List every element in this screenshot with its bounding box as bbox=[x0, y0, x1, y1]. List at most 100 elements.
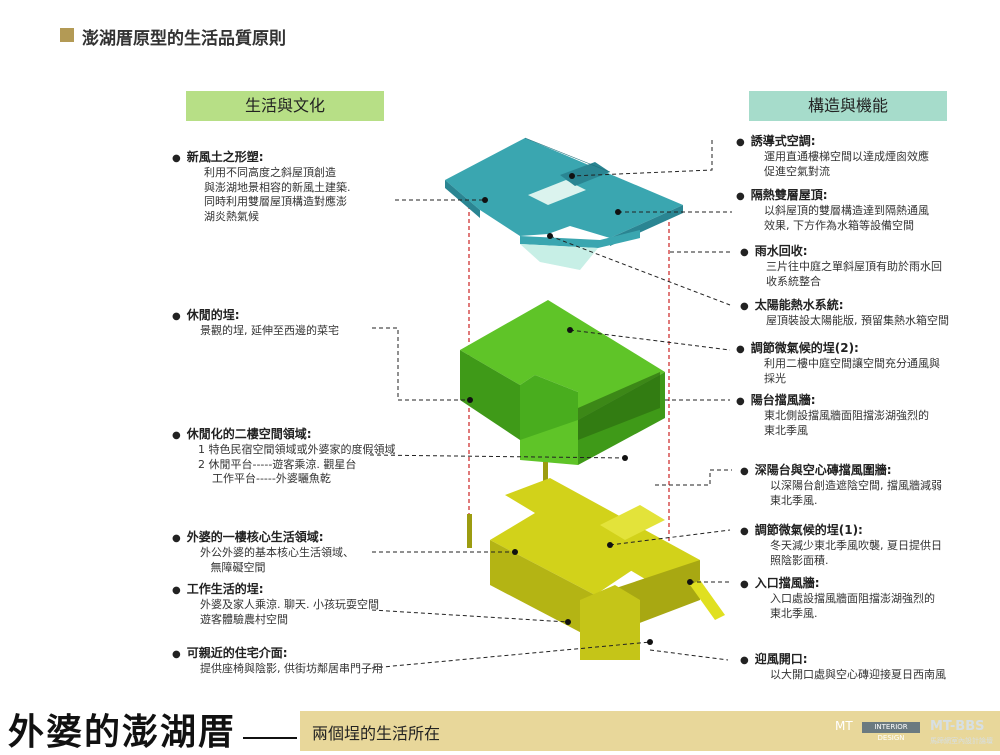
right-item-line: 照陰影面積. bbox=[770, 553, 829, 567]
right-item-double-roof: ● 隔熱雙層屋頂: 以斜屋頂的雙層構造達到隔熱通風 效果, 下方作為水箱等設備空間 bbox=[736, 188, 929, 233]
roof-opening bbox=[528, 180, 586, 205]
right-item-rainwater: ●雨水回收: 三片往中庭之單斜屋頂有助於雨水回 收系統整合 bbox=[740, 244, 942, 289]
ground-wind-wall bbox=[690, 580, 725, 620]
left-item-first-floor: ●外婆的一樓核心生活領域: 外公外婆的基本核心生活領域、 無障礙空間 bbox=[172, 530, 354, 575]
footer-big-title: 外婆的澎湖厝 bbox=[8, 711, 237, 753]
left-item-line: 2 休閒平台-----遊客乘涼. 觀星台 bbox=[198, 457, 357, 471]
watermark-box: INTERIOR DESIGN bbox=[862, 722, 920, 742]
right-item-deep-balcony: ●深陽台與空心磚擋風圍牆: 以深陽台創造遮陰空間, 擋風牆減弱 東北季風. bbox=[740, 463, 942, 508]
right-item-line: 東北季風. bbox=[770, 493, 818, 507]
footer-divider bbox=[243, 737, 297, 739]
right-item-microclimate-1: ● 調節微氣候的埕(1): 冬天減少東北季風吹襲, 夏日提供日 照陰影面積. bbox=[740, 523, 942, 568]
left-item-head: 可親近的住宅介面: bbox=[186, 646, 288, 660]
right-item-wind-opening: ● 迎風開口: 以大開口處與空心磚迎接夏日西南風 bbox=[740, 652, 946, 683]
title-square-icon bbox=[60, 28, 74, 42]
mid-inner bbox=[520, 375, 578, 440]
left-item-line: 湖炎熱氣候 bbox=[204, 209, 259, 223]
right-item-line: 入口處設擋風牆面阻擋澎湖強烈的 bbox=[770, 592, 935, 605]
left-item-line: 無障礙空間 bbox=[200, 560, 266, 574]
header-life-culture: 生活與文化 bbox=[186, 91, 384, 121]
watermark-left: MT bbox=[835, 719, 853, 733]
right-item-line: 屋頂裝設太陽能版, 預留集熱水箱空間 bbox=[766, 314, 949, 327]
right-item-line: 冬天減少東北季風吹襲, 夏日提供日 bbox=[770, 539, 942, 552]
right-item-head: 入口擋風牆: bbox=[754, 576, 820, 590]
roof-stair-box bbox=[560, 162, 610, 186]
roof-side-left bbox=[445, 180, 480, 218]
left-item-line: 外婆及家人乘涼. 聊天. 小孩玩耍空間 bbox=[200, 598, 379, 611]
left-item-line: 1 特色民宿空間領域或外婆家的度假領域 bbox=[198, 443, 396, 456]
right-item-head: 隔熱雙層屋頂: bbox=[750, 188, 828, 202]
right-item-head: 迎風開口: bbox=[754, 652, 808, 666]
watermark-right: MT-BBS bbox=[930, 719, 985, 734]
ground-floor-level bbox=[467, 462, 725, 660]
right-item-line: 利用二樓中庭空間讓空間充分通風與 bbox=[764, 357, 940, 370]
right-item-head: 調節微氣候的埕(2): bbox=[750, 341, 859, 355]
left-item-line: 同時利用雙層屋頂構造對應澎 bbox=[204, 195, 347, 208]
right-item-line: 以大開口處與空心磚迎接夏日西南風 bbox=[770, 668, 946, 681]
right-item-microclimate-2: ● 調節微氣候的埕(2): 利用二樓中庭空間讓空間充分通風與 採光 bbox=[736, 341, 940, 386]
bullet-icon: ● bbox=[736, 191, 745, 202]
ground-top bbox=[505, 478, 700, 585]
bullet-icon: ● bbox=[736, 137, 745, 148]
right-item-solar: ● 太陽能熱水系統: 屋頂裝設太陽能版, 預留集熱水箱空間 bbox=[740, 298, 949, 329]
bullet-icon: ● bbox=[736, 344, 745, 355]
right-item-line: 促進空氣對流 bbox=[764, 164, 830, 178]
left-item-line: 利用不同高度之斜屋頂創造 bbox=[204, 166, 336, 179]
left-item-head: 新風土之形塑: bbox=[186, 150, 264, 164]
ground-entry-block bbox=[580, 585, 640, 660]
right-item-line: 以深陽台創造遮陰空間, 擋風牆減弱 bbox=[770, 479, 942, 492]
bullet-icon: ● bbox=[740, 301, 749, 312]
bullet-icon: ● bbox=[740, 526, 749, 537]
bullet-icon: ● bbox=[740, 655, 749, 666]
bullet-icon: ● bbox=[172, 649, 181, 660]
left-item-work-yard: ●工作生活的埕: 外婆及家人乘涼. 聊天. 小孩玩耍空間 遊客體驗農村空間 bbox=[172, 582, 379, 627]
left-item-leisure-yard: ● 休閒的埕: 景觀的埕, 延伸至西邊的菜宅 bbox=[172, 308, 339, 339]
mid-balcony-recess bbox=[578, 372, 660, 440]
bullet-icon: ● bbox=[172, 533, 181, 544]
roof-courtyard-glass bbox=[520, 244, 598, 270]
right-item-line: 東北季風. bbox=[770, 606, 818, 620]
left-item-head: 休閒化的二樓空間領域: bbox=[186, 427, 312, 441]
bullet-icon: ● bbox=[172, 430, 181, 441]
right-item-induced-ventilation: ● 誘導式空調: 運用直通樓梯空間以達成煙囪效應 促進空氣對流 bbox=[736, 134, 929, 179]
left-item-head: 休閒的埕: bbox=[186, 308, 240, 322]
left-item-line: 景觀的埕, 延伸至西邊的菜宅 bbox=[200, 324, 339, 337]
bullet-icon: ● bbox=[172, 585, 181, 596]
bullet-icon: ● bbox=[736, 396, 745, 407]
right-item-line: 以斜屋頂的雙層構造達到隔熱通風 bbox=[764, 204, 929, 217]
right-item-entry-windwall: ● 入口擋風牆: 入口處設擋風牆面阻擋澎湖強烈的 東北季風. bbox=[740, 576, 935, 621]
bullet-icon: ● bbox=[172, 311, 181, 322]
right-item-head: 誘導式空調: bbox=[750, 134, 816, 148]
left-item-head: 工作生活的埕: bbox=[186, 582, 264, 596]
bullet-icon: ● bbox=[740, 579, 749, 590]
watermark-small: 馬蹄網室內設計論壇 bbox=[930, 737, 993, 745]
roof-level bbox=[445, 137, 683, 270]
leader-lines bbox=[369, 140, 732, 669]
ground-top-2 bbox=[490, 510, 640, 595]
exploded-house-diagram bbox=[369, 137, 732, 669]
right-item-head: 雨水回收: bbox=[754, 244, 808, 258]
left-item-second-floor: ● 休閒化的二樓空間領域: 1 特色民宿空間領域或外婆家的度假領域 2 休閒平台-… bbox=[172, 427, 396, 487]
right-item-line: 收系統整合 bbox=[766, 274, 821, 288]
right-item-line: 效果, 下方作為水箱等設備空間 bbox=[764, 218, 914, 232]
right-item-head: 陽台擋風牆: bbox=[750, 393, 816, 407]
bullet-icon: ● bbox=[740, 247, 749, 258]
ground-side-left bbox=[490, 540, 595, 640]
right-item-line: 採光 bbox=[764, 371, 786, 385]
ground-post-2 bbox=[467, 514, 472, 548]
right-item-head: 調節微氣候的埕(1): bbox=[754, 523, 863, 537]
right-item-balcony-windwall: ●陽台擋風牆: 東北側設擋風牆面阻擋澎湖強烈的 東北季風 bbox=[736, 393, 929, 438]
left-item-line: 提供座椅與陰影, 供街坊鄰居串門子用 bbox=[200, 662, 383, 675]
roof-lower-slab bbox=[520, 230, 640, 248]
bullet-icon: ● bbox=[172, 153, 181, 164]
mid-side-left bbox=[460, 350, 520, 440]
right-item-line: 運用直通樓梯空間以達成煙囪效應 bbox=[764, 150, 929, 163]
right-item-head: 太陽能熱水系統: bbox=[754, 298, 844, 312]
ground-terrace bbox=[600, 505, 665, 540]
header-structure-function: 構造與機能 bbox=[749, 91, 947, 121]
left-item-line: 工作平台-----外婆曬魚乾 bbox=[198, 472, 331, 485]
right-item-head: 深陽台與空心磚擋風圍牆: bbox=[754, 463, 892, 477]
left-item-head: 外婆的一樓核心生活領域: bbox=[186, 530, 324, 544]
left-item-new-vernacular: ●新風土之形塑: 利用不同高度之斜屋頂創造 與澎湖地景相容的新風土建築. 同時利… bbox=[172, 150, 351, 224]
right-item-line: 東北季風 bbox=[764, 423, 808, 437]
